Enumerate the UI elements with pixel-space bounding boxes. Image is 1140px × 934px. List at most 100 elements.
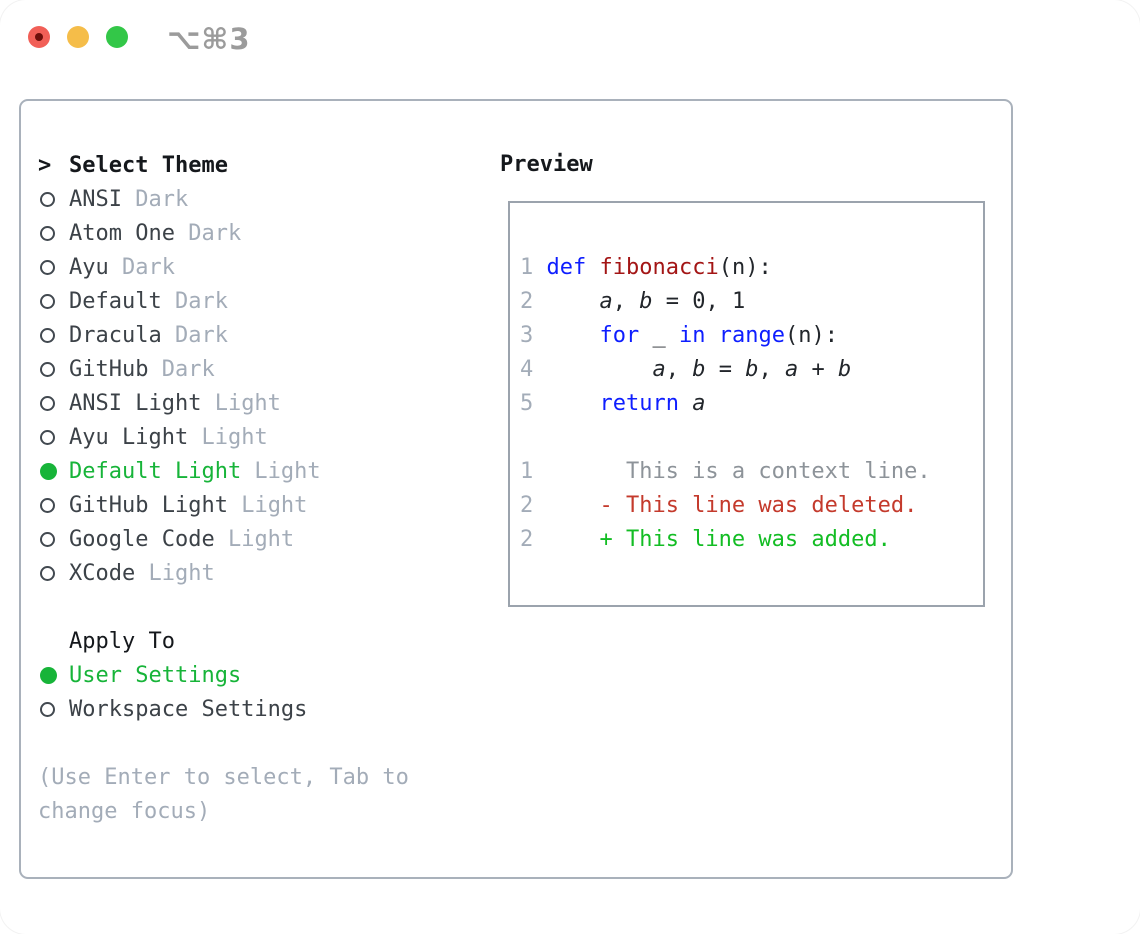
theme-option[interactable]: XCode Light (38, 556, 488, 590)
apply-to-option[interactable]: Workspace Settings (38, 692, 488, 726)
theme-name: GitHub (69, 356, 149, 382)
code-segment: a (784, 356, 799, 382)
line-number: 1 (520, 254, 534, 280)
code-line: 2 - This line was deleted. (520, 488, 931, 522)
theme-name: Atom One (69, 220, 175, 246)
radio-icon (40, 259, 55, 275)
radio-icon (40, 429, 55, 445)
code-segment: This is a context line. (533, 458, 931, 484)
theme-option-text: Dracula Dark (69, 323, 228, 348)
code-line: 1 This is a context line. (520, 454, 931, 488)
code-line: 4 a, b = b, a + b (520, 352, 931, 386)
radio-icon (40, 565, 55, 581)
code-line (520, 420, 931, 454)
theme-option[interactable]: ANSI Light Light (38, 386, 488, 420)
code-segment (586, 255, 599, 280)
code-segment: = 0, 1 (652, 288, 746, 314)
code-segment (533, 493, 599, 518)
code-line: 3 for _ in range(n): (520, 318, 931, 352)
code-segment: = (705, 356, 746, 382)
theme-option[interactable]: GitHub Dark (38, 352, 488, 386)
code-segment (533, 357, 652, 382)
code-segment: b (745, 356, 759, 382)
minimize-button-icon[interactable] (67, 26, 89, 48)
line-number: 5 (520, 390, 534, 416)
theme-name: Dracula (69, 322, 162, 348)
theme-variant: Light (135, 560, 215, 586)
code-segment: - This line was deleted. (599, 492, 918, 518)
line-number: 1 (520, 458, 534, 484)
theme-variant: Light (201, 390, 281, 416)
theme-option[interactable]: Atom One Dark (38, 216, 488, 250)
spacer-row (38, 726, 488, 760)
apply-to-label: User Settings (69, 662, 242, 688)
apply-to-option[interactable]: User Settings (38, 658, 488, 692)
theme-option[interactable]: Ayu Dark (38, 250, 488, 284)
code-segment: in (678, 322, 706, 348)
radio-selected-icon (40, 666, 57, 684)
code-segment: a (652, 356, 666, 382)
theme-name: ANSI (69, 186, 122, 212)
focus-caret-icon: > (38, 152, 52, 178)
traffic-lights (28, 26, 128, 48)
radio-icon (40, 701, 55, 717)
code-segment (705, 323, 718, 348)
code-segment: def (546, 254, 587, 280)
zoom-button-icon[interactable] (106, 26, 128, 48)
line-number: 2 (520, 526, 534, 552)
theme-option[interactable]: GitHub Light Light (38, 488, 488, 522)
theme-variant: Dark (161, 322, 228, 348)
select-theme-heading-row: > Select Theme (38, 148, 488, 182)
theme-variant: Light (214, 526, 295, 552)
radio-icon (40, 531, 55, 547)
code-segment: a (692, 390, 706, 416)
theme-variant: Light (227, 492, 308, 518)
line-number: 3 (520, 322, 534, 348)
line-number: 2 (520, 492, 534, 518)
radio-icon (40, 361, 55, 377)
theme-option-text: Atom One Dark (69, 221, 241, 246)
theme-option-text: ANSI Light Light (69, 391, 281, 416)
code-line: 1 def fibonacci(n): (520, 250, 931, 284)
help-text-line-1: (Use Enter to select, Tab to (38, 764, 409, 790)
theme-name: Default (69, 288, 162, 314)
code-segment (533, 289, 599, 314)
theme-option[interactable]: Dracula Dark (38, 318, 488, 352)
theme-option[interactable]: Default Light Light (38, 454, 488, 488)
theme-option[interactable]: Ayu Light Light (38, 420, 488, 454)
code-segment: a (599, 288, 613, 314)
radio-icon (40, 225, 55, 241)
theme-option[interactable]: Default Dark (38, 284, 488, 318)
code-segment (533, 391, 599, 416)
theme-option[interactable]: ANSI Dark (38, 182, 488, 216)
close-button-icon[interactable] (28, 26, 50, 48)
code-segment (679, 391, 692, 416)
code-segment: (n): (784, 322, 838, 348)
theme-variant: Dark (121, 186, 189, 212)
theme-option-text: Ayu Light Light (69, 425, 268, 450)
code-segment: range (718, 322, 785, 348)
theme-option-text: Default Dark (69, 289, 228, 314)
code-segment (533, 255, 546, 280)
theme-variant: Dark (148, 356, 215, 382)
titlebar: ⌥⌘3 (0, 0, 1140, 74)
spacer-row (38, 590, 488, 624)
theme-option-text: Default Light Light (69, 459, 321, 484)
theme-option-text: Ayu Dark (69, 255, 175, 280)
select-theme-heading: Select Theme (69, 152, 228, 178)
theme-option[interactable]: Google Code Light (38, 522, 488, 556)
code-segment (533, 527, 599, 552)
theme-variant: Dark (161, 288, 228, 314)
radio-icon (40, 191, 55, 207)
radio-icon (40, 497, 55, 513)
theme-option-text: Google Code Light (69, 527, 294, 552)
theme-name: Ayu Light (69, 424, 189, 450)
radio-selected-icon (40, 462, 57, 480)
code-segment: b (837, 356, 852, 382)
